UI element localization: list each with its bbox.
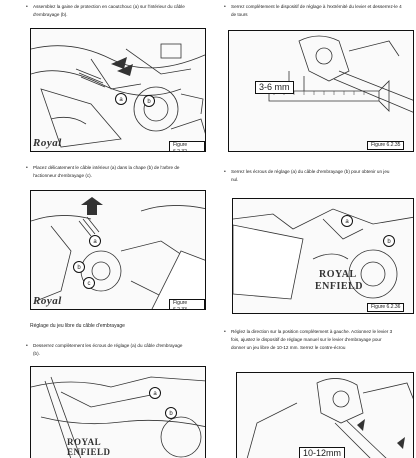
figure-caption: Figure 6.2.35 xyxy=(367,141,405,150)
figure-6-2-33: a b c Royal Figure 6.2.33 xyxy=(30,190,206,310)
step2-text: Placez délicatement le câble intérieur (… xyxy=(33,164,179,180)
figure-6-2-32: a b Royal Figure 6.2.32 xyxy=(30,28,206,152)
callout-a: a xyxy=(341,215,353,227)
lever-illustration xyxy=(246,378,413,458)
lever-caliper-illustration xyxy=(268,35,413,113)
step5-text: Serrez les écrous de réglage (a) du câbl… xyxy=(231,168,389,184)
figure-6-2-36: a b ROYAL ENFIELD Figure 6.2.36 xyxy=(232,198,414,314)
step2-line-1: Placez délicatement le câble intérieur (… xyxy=(33,165,180,170)
figure-caption: Figure 6.2.36 xyxy=(367,303,405,312)
brand-logo-text: Royal xyxy=(33,295,62,307)
figure-caption: Figure 6.2.33 xyxy=(169,299,205,309)
step6-line-3: donner un jeu libre de 10-12 mm. Serrez … xyxy=(231,345,346,350)
engine-illustration-4 xyxy=(233,208,413,300)
engine-illustration-1 xyxy=(31,43,205,148)
engine-illustration-3 xyxy=(31,376,205,458)
step2-line-2: l'actionneur d'embrayage (c). xyxy=(33,173,92,178)
step6-line-1: Réglez la direction sur la position comp… xyxy=(231,329,393,334)
step5-line-1: Serrez les écrous de réglage (a) du câbl… xyxy=(231,169,390,174)
step1-line-2: d'embrayage (b). xyxy=(33,12,68,17)
step3-bullet: • xyxy=(26,343,28,349)
brand-logo-text-2: ENFIELD xyxy=(315,281,363,292)
step4-bullet: • xyxy=(224,4,226,10)
step1-bullet: • xyxy=(26,4,28,10)
step5-bullet: • xyxy=(224,169,226,175)
callout-b: b xyxy=(73,261,85,273)
step3-line-2: (b). xyxy=(33,351,40,356)
brand-logo-text-1: ROYAL xyxy=(67,437,102,447)
step3-text: Desserrez complètement les écrous de rég… xyxy=(33,342,183,358)
step4-line-2: de tours xyxy=(231,12,248,17)
measurement-label: 10-12mm xyxy=(299,447,346,458)
step5-line-2: nul. xyxy=(231,177,239,182)
brand-logo-text-1: ROYAL xyxy=(319,269,357,280)
step6-line-2: fois, ajustez le dispositif de réglage m… xyxy=(231,337,382,342)
callout-a: a xyxy=(149,387,161,399)
brand-logo-text: Royal xyxy=(33,137,62,149)
engine-illustration-2 xyxy=(31,197,205,309)
step6-text: Réglez la direction sur la position comp… xyxy=(231,328,392,352)
step4-line-1: Serrez complètement le dispositif de rég… xyxy=(231,4,402,9)
step1-text: Assemblez la gaine de protection en caou… xyxy=(33,3,185,19)
callout-b: b xyxy=(165,407,177,419)
figure-caption: Figure 6.2.32 xyxy=(169,141,205,151)
callout-a: a xyxy=(115,93,127,105)
figure-6-2-34: a b ROYAL ENFIELD xyxy=(30,366,206,458)
figure-6-2-35: 3-6 mm Figure 6.2.35 xyxy=(228,30,414,152)
step2-bullet: • xyxy=(26,165,28,171)
brand-logo-text-2: ENFIELD xyxy=(67,447,111,457)
figure-6-2-37: 10-12mm xyxy=(236,372,414,458)
callout-b: b xyxy=(143,95,155,107)
callout-c: c xyxy=(83,277,95,289)
callout-b: b xyxy=(383,235,395,247)
measurement-label: 3-6 mm xyxy=(255,81,294,94)
step1-line-1: Assemblez la gaine de protection en caou… xyxy=(33,4,185,9)
callout-a: a xyxy=(89,235,101,247)
section-heading: Réglage du jeu libre du câble d'embrayag… xyxy=(30,323,125,329)
step3-line-1: Desserrez complètement les écrous de rég… xyxy=(33,343,183,348)
step6-bullet: • xyxy=(224,329,226,335)
step4-text: Serrez complètement le dispositif de rég… xyxy=(231,3,402,19)
